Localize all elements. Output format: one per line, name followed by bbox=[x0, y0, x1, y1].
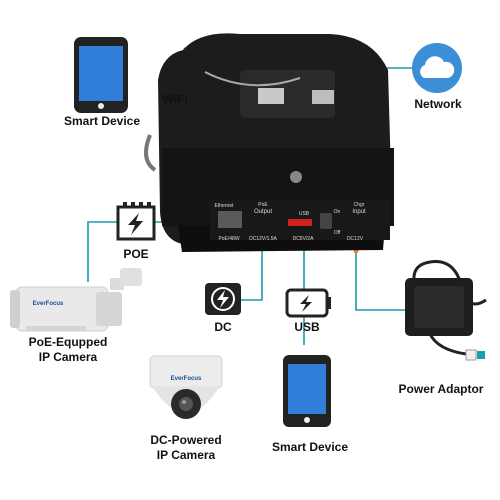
poe-icon bbox=[116, 202, 156, 241]
line-power bbox=[355, 252, 405, 311]
label-wifi: WiFi bbox=[162, 92, 188, 106]
panel-label-input: Input bbox=[352, 209, 366, 215]
panel-label-dc-spec-3: DC12V bbox=[346, 236, 364, 242]
smart-device-bottom-icon bbox=[283, 355, 331, 427]
label-dc: DC bbox=[214, 320, 232, 334]
panel-label-chgr: Chgr bbox=[353, 202, 365, 208]
label-poe: POE bbox=[123, 247, 149, 261]
dc-camera-brand: EverFocus bbox=[170, 376, 202, 382]
poe-camera-image bbox=[10, 268, 142, 332]
label-dc-camera-line2: IP Camera bbox=[156, 448, 216, 462]
panel-label-on: On bbox=[333, 209, 341, 215]
panel-label-output: Output bbox=[253, 209, 272, 215]
poe-camera-brand: EverFocus bbox=[32, 301, 64, 307]
line-dc bbox=[240, 245, 263, 301]
panel-label-poe: PoE bbox=[258, 202, 268, 208]
label-smart-device-bottom: Smart Device bbox=[271, 440, 349, 454]
label-network: Network bbox=[414, 97, 462, 111]
panel-label-poe-spec: PoE/48W bbox=[218, 236, 240, 242]
panel-label-dc-spec-1: DC12V/1.5A bbox=[249, 236, 277, 242]
label-power-adaptor: Power Adaptor bbox=[398, 382, 484, 396]
dc-icon bbox=[205, 283, 241, 315]
panel-label-usb: USB bbox=[298, 211, 310, 217]
dc-camera-image bbox=[149, 355, 223, 419]
network-cloud-icon bbox=[412, 43, 462, 93]
panel-label-dc-spec-2: DC5V/2A bbox=[292, 236, 314, 242]
label-usb: USB bbox=[294, 320, 320, 334]
label-dc-camera-line1: DC-Powered bbox=[150, 433, 222, 447]
panel-label-ethernet: Ethernet bbox=[214, 203, 234, 209]
smart-device-top-icon bbox=[74, 37, 128, 113]
label-poe-camera-line1: PoE-Equpped bbox=[28, 335, 108, 349]
usb-battery-icon bbox=[285, 288, 331, 318]
label-smart-device-top: Smart Device bbox=[63, 114, 141, 128]
tester-device-image bbox=[144, 33, 394, 252]
label-poe-camera-line2: IP Camera bbox=[38, 350, 98, 364]
panel-label-off: Off bbox=[333, 230, 341, 236]
power-adaptor-image bbox=[405, 260, 487, 361]
